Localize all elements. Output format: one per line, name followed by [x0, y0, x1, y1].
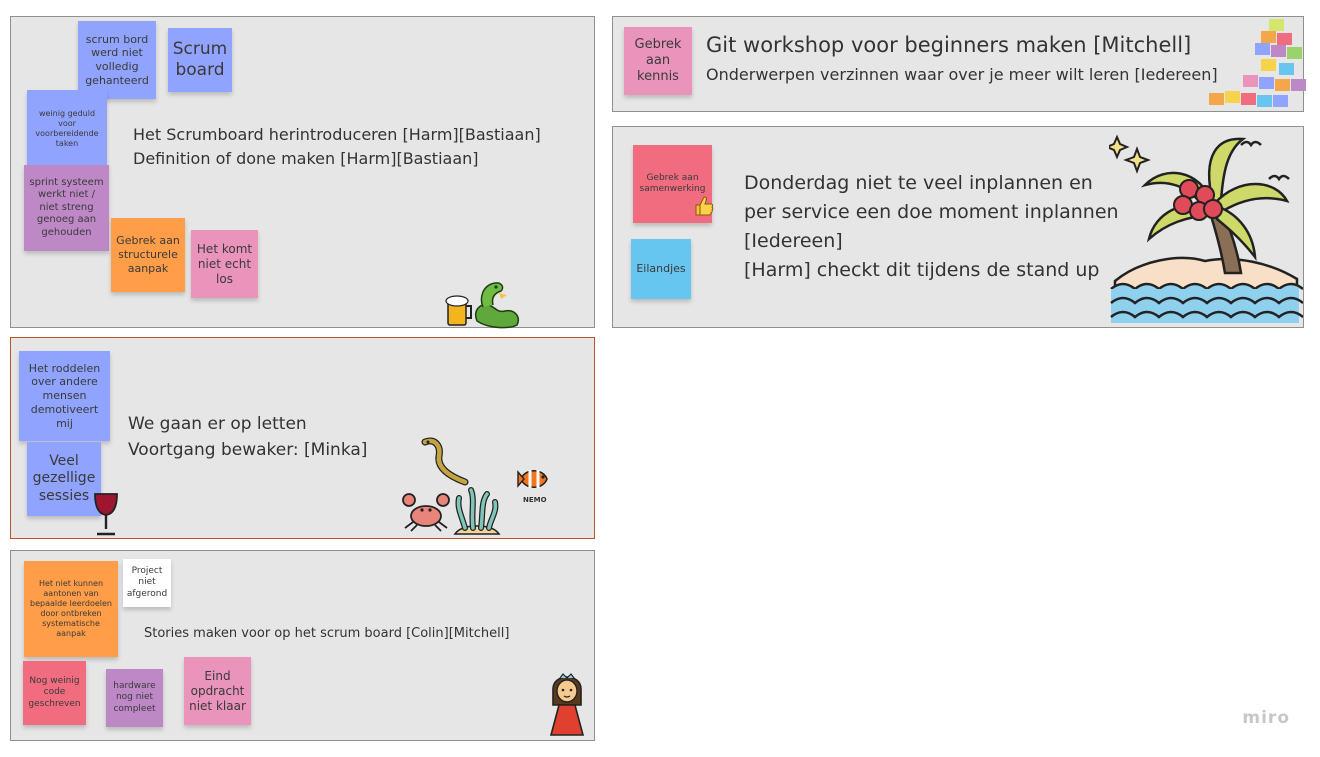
crab-icon [402, 493, 450, 532]
sticky-note[interactable]: Veel gezellige sessies [27, 442, 101, 516]
eel-icon [421, 437, 469, 486]
dragon-icon [475, 282, 519, 329]
palm-island-icon [1109, 134, 1303, 323]
action-line: Stories maken voor op het scrum board [C… [144, 626, 510, 641]
wine-glass-icon [94, 493, 118, 536]
sticky-note[interactable]: Gebrek aan kennis [624, 27, 692, 95]
sticky-note[interactable]: Nog weinig code geschreven [23, 661, 86, 725]
action-line: [Harm] checkt dit tijdens de stand up [744, 259, 1100, 281]
clownfish-icon [517, 469, 548, 489]
action-line: Definition of done maken [Harm][Bastiaan… [133, 149, 479, 168]
sticky-note[interactable]: hardware nog niet compleet [106, 669, 163, 727]
action-line: Onderwerpen verzinnen waar over je meer … [706, 65, 1218, 84]
beer-mug-icon [445, 295, 472, 326]
action-line: Git workshop voor beginners maken [Mitch… [706, 33, 1192, 57]
action-line: Voortgang bewaker: [Minka] [128, 440, 368, 460]
sticky-cluster-icon [1205, 17, 1306, 111]
sticky-note[interactable]: Het komt niet echt los [191, 230, 258, 298]
sticky-note[interactable]: Het roddelen over andere mensen demotive… [19, 351, 110, 441]
miro-logo: miro [1242, 708, 1290, 728]
thumbs-up-icon [695, 196, 714, 216]
sticky-note[interactable]: Gebrek aan structurele aanpak [111, 218, 185, 292]
frame-leerdoelen[interactable]: Het niet kunnen aantonen van bepaalde le… [10, 550, 595, 741]
sticker-label: NEMO [523, 496, 547, 504]
action-line: Het Scrumboard herintroduceren [Harm][Ba… [133, 125, 541, 144]
sticky-note[interactable]: scrum bord werd niet volledig gehanteerd [78, 21, 156, 99]
sticky-note[interactable]: Project niet afgerond [123, 559, 171, 607]
sticky-note[interactable]: sprint systeem werkt niet / niet streng … [24, 165, 109, 251]
action-line: [Iedereen] [744, 230, 843, 252]
sticky-note[interactable]: Eind opdracht niet klaar [184, 657, 251, 725]
action-line: per service een doe moment inplannen [744, 201, 1119, 223]
frame-samenwerking[interactable]: Gebrek aan samenwerking Eilandjes Donder… [612, 126, 1304, 328]
sticky-note[interactable]: Eilandjes [631, 239, 691, 299]
frame-scrum-board[interactable]: scrum bord werd niet volledig gehanteerd… [10, 16, 595, 329]
frame-kennis[interactable]: Gebrek aan kennis Git workshop voor begi… [612, 16, 1306, 112]
sticky-note[interactable]: Het niet kunnen aantonen van bepaalde le… [24, 561, 118, 657]
sticky-note[interactable]: weinig geduld voor voorbereidende taken [27, 90, 107, 168]
action-line: We gaan er op letten [128, 414, 307, 434]
coral-icon [453, 487, 501, 535]
princess-icon [549, 673, 585, 736]
action-line: Donderdag niet te veel inplannen en [744, 172, 1093, 194]
sticky-note[interactable]: Scrum board [168, 28, 232, 92]
frame-sfeer[interactable]: Het roddelen over andere mensen demotive… [10, 337, 595, 539]
